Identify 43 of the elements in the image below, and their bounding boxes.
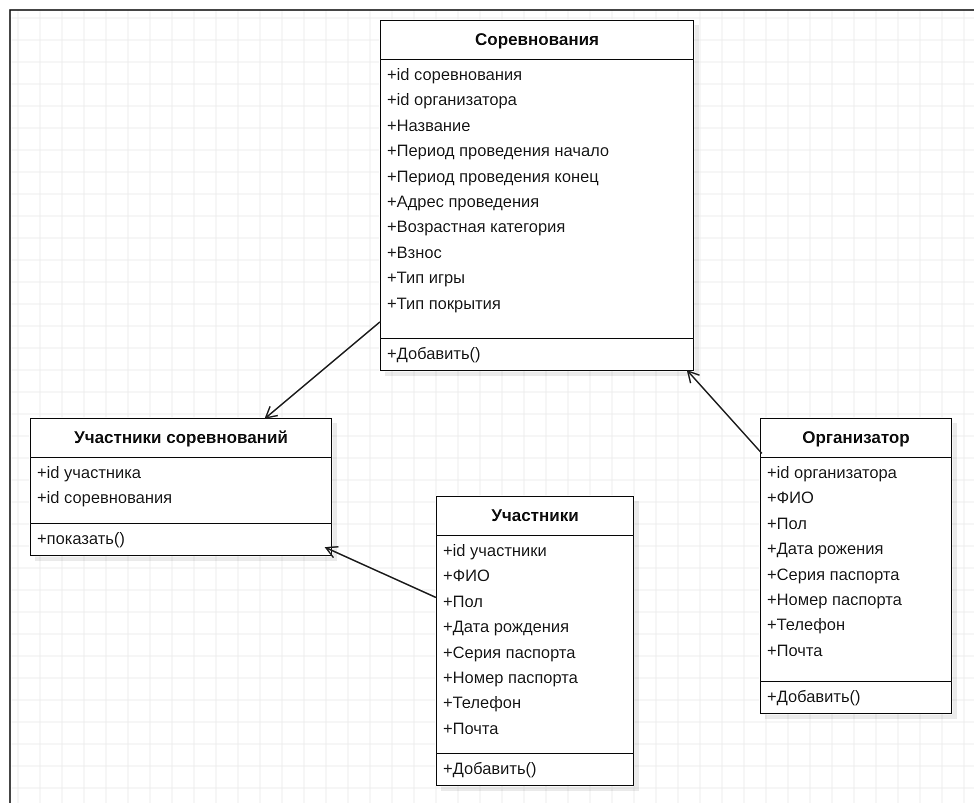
class-name: Участники соревнований xyxy=(73,427,289,449)
attribute-text: +id организатора xyxy=(387,90,518,112)
attribute-text: +ФИО xyxy=(767,488,815,510)
association-arrow xyxy=(325,546,436,598)
attribute-text: +Название xyxy=(387,116,472,137)
class-name: Организатор xyxy=(801,427,911,449)
attribute-text: +Серия паспорта xyxy=(767,564,900,586)
attribute-text: +Дата рожения xyxy=(767,539,884,560)
method-text: +показать() xyxy=(37,528,126,550)
attribute-text: +Почта xyxy=(443,718,500,740)
method-text: +Добавить() xyxy=(443,758,538,780)
class-box xyxy=(760,418,952,714)
attribute-text: +Период проведения начало xyxy=(387,141,610,162)
attribute-text: +Номер паспорта xyxy=(767,590,903,612)
attribute-text: +Телефон xyxy=(767,615,846,636)
attribute-text: +Пол xyxy=(767,514,808,535)
method-text: +Добавить() xyxy=(767,686,862,708)
class-name: Участники xyxy=(490,505,580,527)
attribute-text: +Пол xyxy=(443,592,484,613)
class-name: Соревнования xyxy=(474,29,600,51)
association-arrow xyxy=(686,370,763,454)
attribute-text: +id участника xyxy=(37,463,142,484)
attribute-text: +id участники xyxy=(443,541,548,562)
attribute-text: +Почта xyxy=(767,640,824,662)
attribute-text: +Тип игры xyxy=(387,268,466,290)
class-box xyxy=(436,496,634,786)
attribute-text: +Номер паспорта xyxy=(443,668,579,690)
association-arrow xyxy=(264,321,381,419)
class-box xyxy=(380,20,694,371)
attribute-text: +Взнос xyxy=(387,242,443,264)
attribute-text: +Серия паспорта xyxy=(443,642,576,664)
attribute-text: +Телефон xyxy=(443,693,522,714)
attribute-text: +id соревнования xyxy=(387,65,524,86)
attribute-text: +Дата рождения xyxy=(443,617,570,638)
attribute-text: +Период проведения конец xyxy=(387,166,600,188)
attribute-text: +Тип покрытия xyxy=(387,294,502,315)
attribute-text: +ФИО xyxy=(443,566,491,588)
attribute-text: +Возрастная категория xyxy=(387,217,566,238)
method-text: +Добавить() xyxy=(387,344,482,365)
class-box xyxy=(30,418,332,556)
attribute-text: +id организатора xyxy=(767,463,898,484)
attribute-text: +id соревнования xyxy=(37,488,174,510)
attribute-text: +Адрес проведения xyxy=(387,192,540,214)
